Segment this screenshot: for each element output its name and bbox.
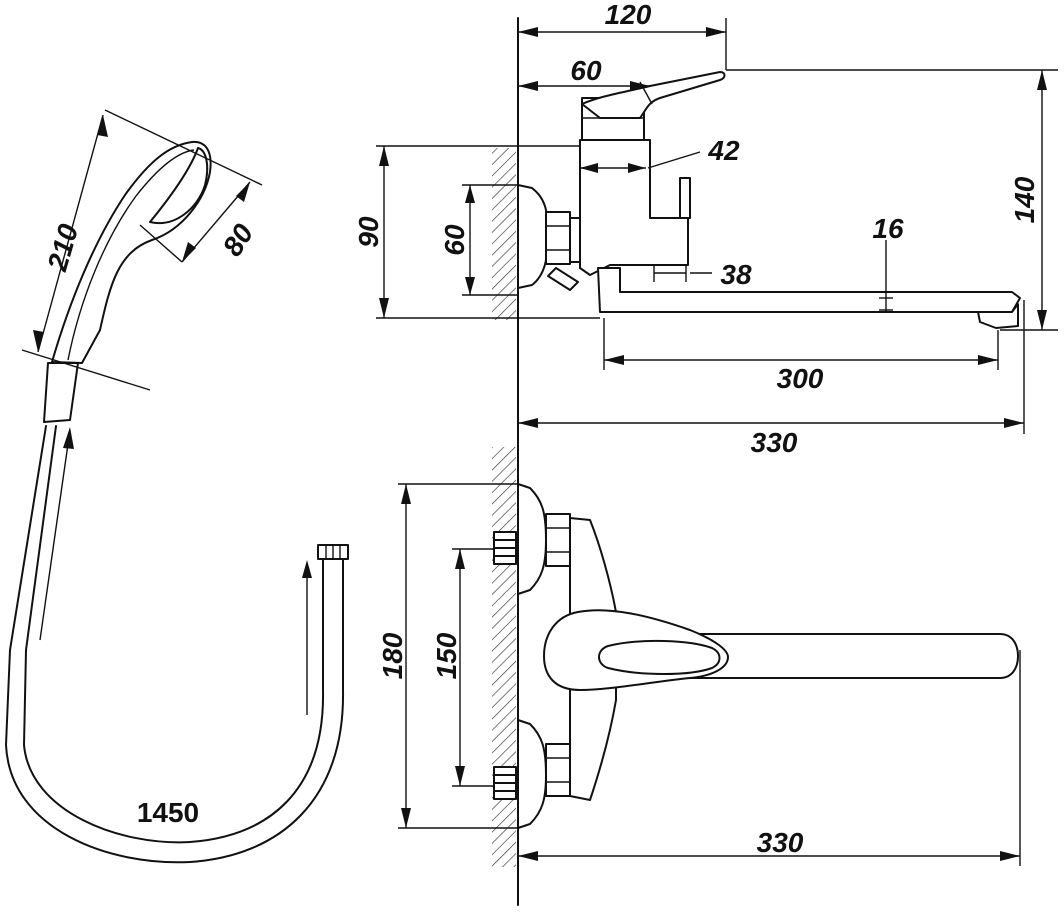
label-front-height: 180 xyxy=(377,632,408,679)
side-escutcheon xyxy=(517,184,549,289)
hand-shower xyxy=(5,140,349,864)
wall xyxy=(492,17,519,906)
label-lever-width: 60 xyxy=(570,55,602,86)
label-hose-length: 1450 xyxy=(137,797,199,828)
label-top-width: 120 xyxy=(605,0,652,30)
label-spout-length: 300 xyxy=(777,363,824,394)
label-spout-offset: 38 xyxy=(720,259,752,290)
label-front-length: 330 xyxy=(757,827,804,858)
label-body-depth: 42 xyxy=(707,135,740,166)
top-escutcheon-lower xyxy=(517,719,547,829)
top-escutcheon-upper xyxy=(517,483,547,595)
faucet-top-view xyxy=(493,483,1019,829)
side-diverter xyxy=(547,267,579,291)
shower-cone xyxy=(43,362,79,423)
side-dimensions: 120 60 42 140 90 60 1 xyxy=(353,0,1058,458)
label-overall-length: 330 xyxy=(751,427,798,458)
side-lever xyxy=(581,71,726,119)
hose-inner xyxy=(23,425,325,844)
label-shower-head: 80 xyxy=(217,218,260,261)
side-body xyxy=(579,139,689,276)
hose-outer xyxy=(5,425,345,864)
label-eccentric-height: 60 xyxy=(439,224,470,256)
faucet-side-view xyxy=(517,71,1021,329)
label-spout-thickness: 16 xyxy=(872,213,904,244)
side-nut xyxy=(545,211,571,265)
label-height-total: 140 xyxy=(1009,176,1040,223)
label-inlet-spacing: 150 xyxy=(431,632,462,679)
top-dimensions: 180 150 330 xyxy=(377,483,1021,866)
wall-hatch-bottom xyxy=(492,447,516,867)
label-body-height: 90 xyxy=(353,216,384,248)
side-spout xyxy=(597,267,1021,313)
wall-hatch-top xyxy=(492,148,516,320)
label-shower-length: 210 xyxy=(41,220,84,275)
